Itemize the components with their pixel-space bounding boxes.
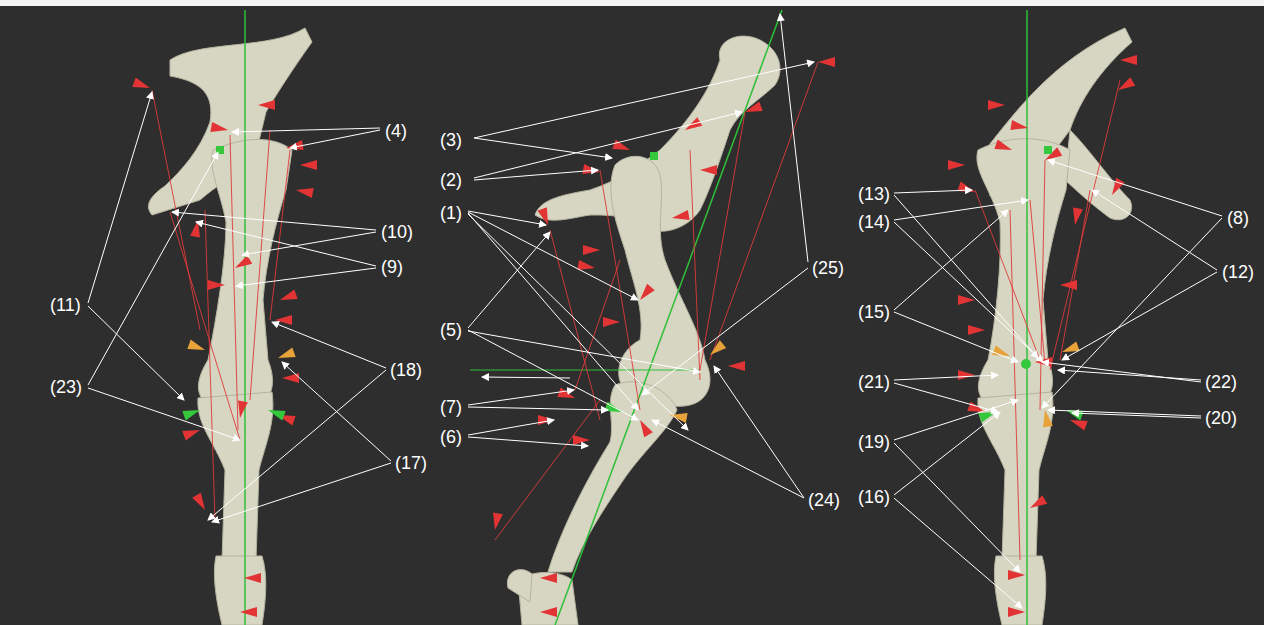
- axis-line: [470, 370, 700, 371]
- callout-number: (18): [390, 360, 422, 380]
- callout-number: (1): [440, 203, 462, 223]
- attachment-marker: [132, 77, 151, 92]
- tibia: [978, 392, 1053, 560]
- tibia: [198, 392, 273, 560]
- attachment-marker: [295, 185, 313, 198]
- attachment-marker: [958, 370, 975, 380]
- callout-number: (14): [858, 212, 890, 232]
- attachment-marker: [1120, 55, 1137, 65]
- callout-number: (5): [440, 320, 462, 340]
- attachment-marker: [968, 325, 985, 335]
- callout-number: (12): [1222, 262, 1254, 282]
- attachment-marker: [258, 100, 275, 110]
- attachment-marker: [182, 425, 201, 440]
- callout-number: (8): [1227, 208, 1249, 228]
- attachment-marker: [1028, 495, 1048, 512]
- joint-marker: [182, 405, 201, 420]
- bone-group: [977, 28, 1132, 625]
- tarsus: [214, 556, 265, 625]
- attachment-marker: [603, 317, 620, 327]
- joint-center: [650, 152, 658, 160]
- attachment-marker: [948, 160, 965, 170]
- attachment-marker: [540, 607, 557, 617]
- muscle-lines: [152, 62, 1120, 560]
- calcaneus: [507, 570, 532, 602]
- attachment-marker: [278, 289, 297, 304]
- attachment-marker: [540, 573, 557, 583]
- callout-number: (16): [858, 487, 890, 507]
- attachment-marker: [208, 280, 225, 290]
- attachment-marker: [958, 295, 975, 305]
- attachment-marker: [957, 181, 976, 196]
- callout-number: (13): [858, 184, 890, 204]
- callout-number: (10): [381, 222, 413, 242]
- callout-number: (7): [440, 397, 462, 417]
- attachment-marker: [1008, 607, 1025, 617]
- attachment-marker: [240, 607, 257, 617]
- attachment-marker: [728, 361, 745, 371]
- attachment-marker: [636, 418, 653, 438]
- callout-number: (3): [440, 130, 462, 150]
- axis-line: [1026, 10, 1028, 625]
- marker-group: [182, 146, 1083, 423]
- attachment-marker: [988, 100, 1005, 110]
- callout-number: (24): [808, 490, 840, 510]
- attachment-marker: [743, 101, 762, 116]
- attachment-marker: [192, 493, 209, 513]
- attachment-marker: [700, 165, 717, 175]
- joint-marker: [276, 347, 295, 362]
- callout-number: (17): [395, 453, 427, 473]
- callout-number: (19): [858, 432, 890, 452]
- callout-number: (20): [1205, 408, 1237, 428]
- joint-marker: [1060, 341, 1079, 356]
- callout-number: (21): [858, 372, 890, 392]
- ischium: [1065, 130, 1132, 220]
- attachment-marker: [244, 573, 261, 583]
- joint-marker: [187, 339, 206, 354]
- attachment-marker: [818, 57, 835, 67]
- attachment-marker: [233, 255, 253, 272]
- marker-group: [132, 55, 1137, 617]
- attachment-marker: [210, 122, 228, 135]
- attachment-marker: [300, 160, 317, 170]
- attachment-marker: [671, 210, 689, 223]
- attachment-marker: [577, 260, 595, 273]
- tibia: [548, 382, 677, 572]
- joint-center: [1044, 146, 1052, 154]
- attachment-marker: [573, 435, 590, 445]
- attachment-marker: [1108, 178, 1125, 198]
- attachment-marker: [1060, 280, 1077, 290]
- attachment-marker: [636, 284, 655, 303]
- attachment-marker: [1010, 120, 1028, 133]
- axis-line: [555, 10, 782, 625]
- callout-number: (9): [381, 257, 403, 277]
- marker-group: [187, 339, 1079, 427]
- attachment-marker: [275, 315, 292, 325]
- callout-number: (11): [50, 295, 81, 315]
- callout-number: (2): [440, 170, 462, 190]
- callout-number: (23): [50, 377, 82, 397]
- leader-lines: [88, 14, 1222, 608]
- top-band: [0, 0, 1264, 6]
- attachment-marker: [235, 400, 248, 418]
- attachment-marker: [1070, 207, 1083, 225]
- femur: [977, 139, 1070, 402]
- callout-number: (6): [440, 427, 462, 447]
- callout-number: (22): [1205, 372, 1237, 392]
- callout-number: (25): [812, 258, 844, 278]
- attachment-marker: [490, 512, 503, 530]
- joint-marker: [1040, 409, 1053, 427]
- callout-number: (4): [385, 121, 407, 141]
- attachment-marker: [583, 245, 600, 255]
- joint-marker: [266, 405, 285, 420]
- attachment-marker: [285, 140, 303, 153]
- attachment-marker: [1116, 77, 1136, 94]
- joint-center: [1021, 359, 1031, 369]
- attachment-marker: [1008, 570, 1025, 580]
- axis-line: [244, 10, 246, 625]
- attachment-marker: [994, 139, 1013, 154]
- callout-number: (15): [858, 302, 890, 322]
- bone-group: [148, 28, 312, 625]
